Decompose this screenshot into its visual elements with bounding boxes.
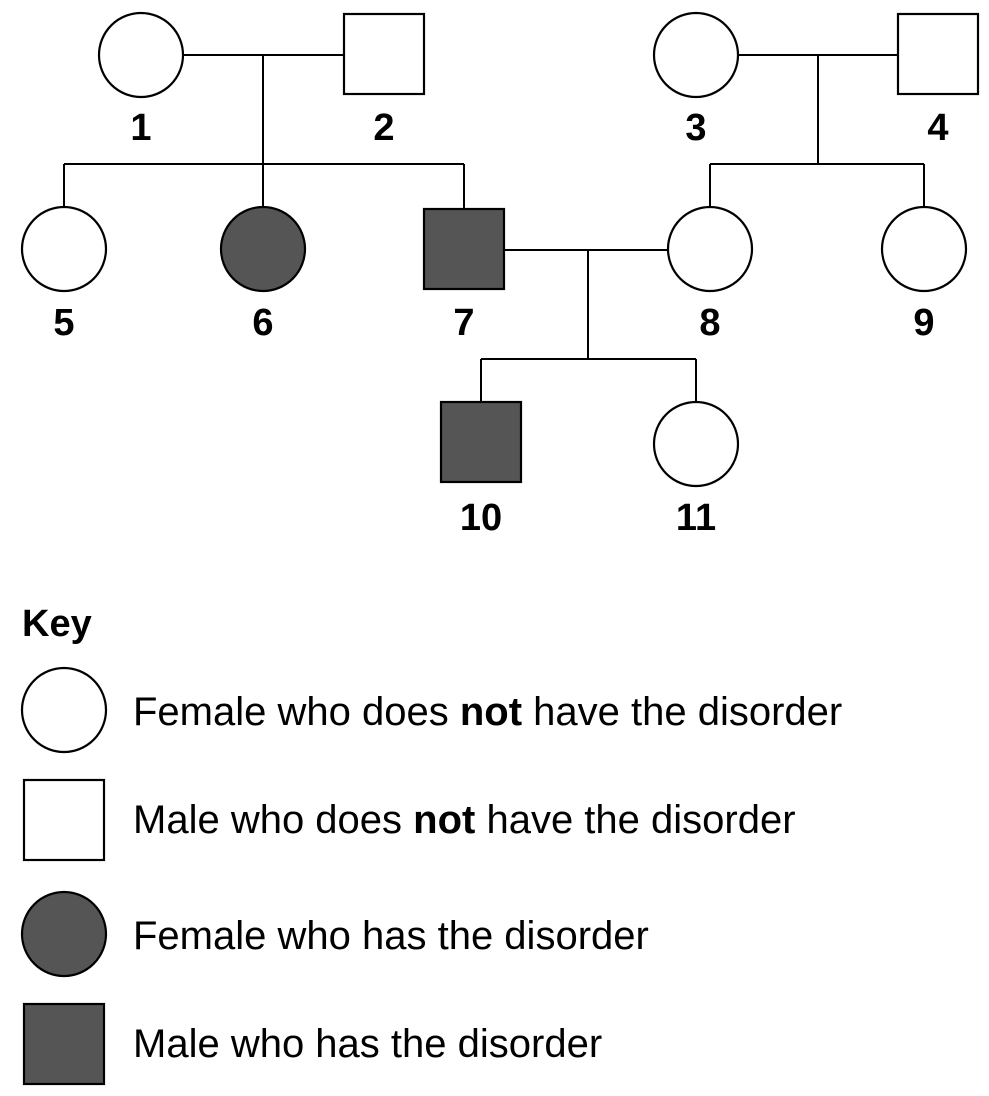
individual-8-label: 8 [699, 302, 720, 344]
key-male-affected-symbol [22, 1002, 106, 1086]
individual-8-female-unaffected [666, 205, 754, 293]
key-item-1-text-bold: not [460, 690, 522, 734]
key-female-unaffected-symbol [20, 666, 108, 754]
individual-10-label: 10 [460, 497, 502, 539]
key-item-1-text-before: Female who does [133, 690, 460, 734]
key-item-2-text-bold: not [413, 798, 475, 842]
key-item-1-text-after: have the disorder [522, 690, 842, 734]
key-female-affected-symbol [20, 890, 108, 978]
individual-10-male-affected [439, 400, 523, 484]
individual-7-male-affected [422, 207, 506, 291]
key-male-unaffected-symbol [22, 778, 106, 862]
key-item-3-text-before: Female who has the disorder [133, 914, 649, 958]
individual-5-female-unaffected [20, 205, 108, 293]
individual-1-female-unaffected [97, 11, 185, 99]
key-item-2-text-after: have the disorder [475, 798, 795, 842]
key-item-1-text: Female who does not have the disorder [133, 690, 842, 734]
key-item-4-text-before: Male who has the disorder [133, 1022, 602, 1066]
individual-3-label: 3 [685, 107, 706, 149]
key-item-4-text: Male who has the disorder [133, 1022, 602, 1066]
individual-11-label: 11 [676, 497, 716, 539]
individual-2-label: 2 [373, 107, 394, 149]
key-item-2-text: Male who does not have the disorder [133, 798, 796, 842]
key-item-3-text: Female who has the disorder [133, 914, 649, 958]
individual-1-label: 1 [130, 107, 151, 149]
individual-9-female-unaffected [880, 205, 968, 293]
individual-5-label: 5 [53, 302, 74, 344]
individual-4-male-unaffected [896, 12, 980, 96]
individual-2-male-unaffected [342, 12, 426, 96]
key-title: Key [22, 603, 92, 645]
pedigree-individuals: 1 2 3 4 5 6 7 8 9 10 11 [20, 11, 980, 539]
individual-6-label: 6 [252, 302, 273, 344]
individual-11-female-unaffected [652, 400, 740, 488]
key-legend: Key Female who does not have the disorde… [20, 603, 842, 1086]
key-item-2-text-before: Male who does [133, 798, 413, 842]
individual-4-label: 4 [927, 107, 948, 149]
individual-7-label: 7 [453, 302, 474, 344]
pedigree-lines [63, 54, 925, 402]
individual-6-female-affected [219, 205, 307, 293]
individual-9-label: 9 [913, 302, 934, 344]
individual-3-female-unaffected [652, 11, 740, 99]
